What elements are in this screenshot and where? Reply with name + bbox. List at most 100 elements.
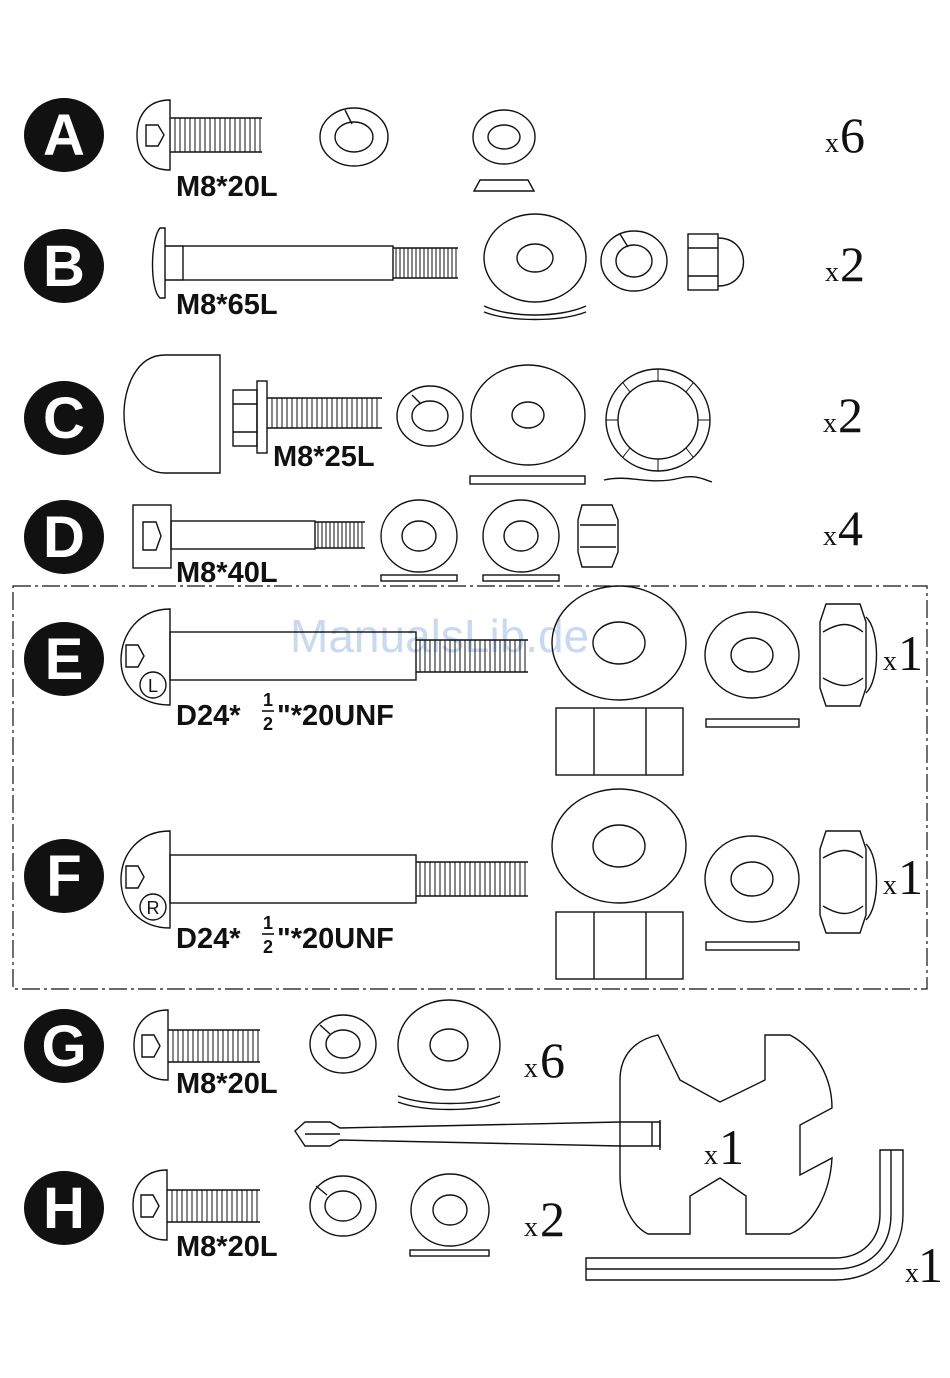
svg-text:B: B bbox=[43, 234, 85, 299]
svg-text:1: 1 bbox=[898, 625, 923, 681]
flat-washer bbox=[410, 1174, 489, 1256]
spacer-block bbox=[556, 708, 683, 775]
svg-text:1: 1 bbox=[263, 690, 273, 710]
badge-a: A bbox=[24, 98, 104, 172]
svg-text:x: x bbox=[905, 1258, 919, 1289]
quantity-allen-key: x 1 bbox=[905, 1237, 943, 1293]
svg-text:1: 1 bbox=[898, 849, 923, 905]
large-flat-washer bbox=[552, 789, 686, 903]
svg-text:2: 2 bbox=[263, 714, 273, 734]
split-lock-washer bbox=[397, 386, 463, 446]
quantity-c: x 2 bbox=[823, 387, 863, 443]
quantity-d: x 4 bbox=[823, 500, 863, 556]
side-marker-left: L bbox=[148, 676, 158, 696]
quantity-h: x 2 bbox=[524, 1191, 565, 1247]
svg-text:F: F bbox=[46, 844, 81, 909]
split-lock-washer bbox=[320, 108, 388, 166]
part-row-a: A M8*20L x 6 bbox=[24, 98, 865, 203]
bolt-size-label: M8*40L bbox=[176, 557, 278, 589]
svg-text:x: x bbox=[524, 1212, 538, 1243]
svg-text:"*20UNF: "*20UNF bbox=[277, 923, 394, 955]
button-head-bolt bbox=[133, 1170, 260, 1240]
nylon-lock-nut bbox=[578, 505, 618, 567]
svg-text:x: x bbox=[524, 1053, 538, 1084]
svg-text:2: 2 bbox=[840, 236, 865, 292]
svg-text:2: 2 bbox=[838, 387, 863, 443]
shoulder-bolt-right: R bbox=[121, 831, 528, 928]
quantity-e: x 1 bbox=[883, 625, 923, 681]
svg-text:A: A bbox=[43, 103, 85, 168]
bolt-size-label: M8*20L bbox=[176, 1231, 278, 1263]
end-cap bbox=[124, 355, 220, 473]
flat-washer bbox=[705, 836, 799, 950]
large-flat-washer bbox=[398, 1000, 500, 1110]
nylon-lock-nut bbox=[820, 604, 877, 706]
svg-text:1: 1 bbox=[918, 1237, 943, 1293]
svg-text:"*20UNF: "*20UNF bbox=[277, 700, 394, 732]
svg-text:x: x bbox=[823, 408, 837, 439]
badge-g: G bbox=[24, 1009, 104, 1083]
svg-text:D24*: D24* bbox=[176, 923, 241, 955]
badge-h: H bbox=[24, 1171, 104, 1245]
svg-text:1: 1 bbox=[263, 913, 273, 933]
side-marker-right: R bbox=[147, 898, 160, 918]
svg-text:x: x bbox=[883, 870, 897, 901]
part-row-f: F R D24* 1 2 "*20UNF bbox=[24, 789, 923, 979]
part-row-g: G M8*20L x 6 bbox=[24, 1000, 565, 1110]
spacer-block bbox=[556, 912, 683, 979]
quantity-spanner: x 1 bbox=[704, 1119, 744, 1175]
svg-text:x: x bbox=[704, 1140, 718, 1171]
svg-text:x: x bbox=[883, 646, 897, 677]
quantity-g: x 6 bbox=[524, 1032, 565, 1088]
bolt-size-label: M8*20L bbox=[176, 1068, 278, 1100]
svg-text:D: D bbox=[43, 505, 85, 570]
bolt-size-label: M8*20L bbox=[176, 171, 278, 203]
svg-text:x: x bbox=[825, 257, 839, 288]
part-row-d: D M8*40L x 4 bbox=[24, 500, 863, 589]
svg-text:1: 1 bbox=[719, 1119, 744, 1175]
carriage-bolt bbox=[153, 228, 459, 298]
badge-c: C bbox=[24, 381, 104, 455]
split-lock-washer bbox=[310, 1015, 376, 1073]
large-flat-washer bbox=[470, 365, 585, 484]
acorn-cap-nut bbox=[688, 234, 744, 290]
svg-text:E: E bbox=[45, 627, 84, 692]
nylon-lock-nut bbox=[820, 831, 877, 933]
bolt-size-label: D24* 1 2 "*20UNF bbox=[176, 913, 394, 957]
svg-text:G: G bbox=[41, 1014, 86, 1079]
svg-text:6: 6 bbox=[540, 1032, 565, 1088]
bolt-size-label: M8*25L bbox=[273, 441, 375, 473]
bolt-size-label: M8*65L bbox=[176, 289, 278, 321]
quantity-a: x 6 bbox=[825, 107, 865, 163]
svg-text:2: 2 bbox=[263, 937, 273, 957]
quantity-f: x 1 bbox=[883, 849, 923, 905]
flat-washer bbox=[473, 110, 535, 191]
badge-f: F bbox=[24, 839, 104, 913]
allen-key-tool: x 1 bbox=[586, 1150, 943, 1293]
svg-text:H: H bbox=[43, 1176, 85, 1241]
flat-washer bbox=[705, 612, 799, 727]
split-lock-washer bbox=[601, 231, 667, 291]
toothed-lock-washer bbox=[604, 369, 712, 482]
svg-text:x: x bbox=[823, 521, 837, 552]
bolt-size-label: D24* 1 2 "*20UNF bbox=[176, 690, 394, 734]
svg-text:D24*: D24* bbox=[176, 700, 241, 732]
button-head-bolt bbox=[137, 100, 262, 170]
quantity-b: x 2 bbox=[825, 236, 865, 292]
svg-text:6: 6 bbox=[840, 107, 865, 163]
svg-text:C: C bbox=[43, 386, 85, 451]
svg-text:4: 4 bbox=[838, 500, 863, 556]
svg-text:2: 2 bbox=[540, 1191, 565, 1247]
badge-d: D bbox=[24, 500, 104, 574]
part-row-h: H M8*20L x 2 bbox=[24, 1170, 565, 1263]
svg-text:x: x bbox=[825, 128, 839, 159]
flat-washer bbox=[381, 500, 457, 581]
part-row-c: C M8*25L bbox=[24, 355, 863, 484]
badge-b: B bbox=[24, 229, 104, 303]
part-row-b: B M8*65L x bbox=[24, 214, 865, 321]
split-lock-washer bbox=[310, 1176, 376, 1236]
large-flat-washer bbox=[484, 214, 586, 320]
flat-washer bbox=[483, 500, 559, 581]
badge-e: E bbox=[24, 622, 104, 696]
